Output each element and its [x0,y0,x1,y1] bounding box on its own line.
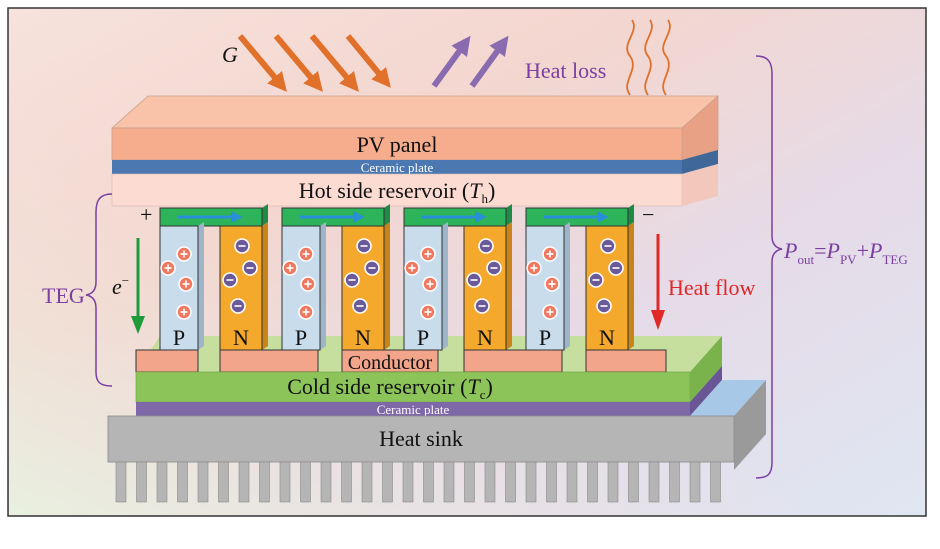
heat-sink-fin-12 [361,461,373,503]
heat-sink-fin-10 [320,461,332,503]
pv-panel-label: PV panel [357,132,438,157]
heat-loss-label: Heat loss [525,58,606,83]
heat-loss-waves [626,19,671,96]
positive-terminal: + [140,202,152,227]
cold-side-label: Cold side reservoir (Tc) [287,374,493,402]
heat-sink-fin-24 [607,461,619,503]
bottom-conductor-1 [219,349,319,373]
heat-sink-fin-16 [443,461,455,503]
heat-sink-fin-1 [136,461,147,503]
heat-sink-fin-17 [464,461,475,503]
heat-sink-fin-22 [566,461,578,503]
negative-terminal: − [642,202,654,227]
p-label-0: P [173,325,185,350]
n-label-0: N [233,325,249,350]
bottom-conductor-0 [135,349,199,373]
heat-sink-fin-11 [341,461,352,503]
n-label-1: N [355,325,371,350]
heat-flow-label: Heat flow [668,275,755,300]
heat-sink-fin-25 [628,461,639,503]
heat-sink-label: Heat sink [379,426,463,451]
heat-sink-fin-23 [587,461,598,503]
heat-sink-fin-4 [197,461,209,503]
heat-sink-fin-20 [525,461,537,503]
irradiance-arrows [237,34,391,92]
heat-sink-fin-5 [218,461,229,503]
p-label-3: P [539,325,551,350]
heat-sink-fin-2 [156,461,168,503]
heat-sink-fin-0 [115,461,127,503]
n-label-2: N [477,325,493,350]
ceramic-plate-top-label: Ceramic plate [361,160,434,175]
heat-sink-fin-14 [402,461,414,503]
heat-sink-fin-8 [279,461,291,503]
ceramic-plate-bottom-label: Ceramic plate [377,402,450,417]
irradiance-label: G [222,42,238,67]
heat-sink-fin-27 [669,461,680,503]
bottom-conductor-4 [585,349,667,373]
n-label-3: N [599,325,615,350]
teg-label: TEG [42,283,85,308]
p-label-2: P [417,325,429,350]
heat-sink-fin-18 [484,461,496,503]
heat-sink-fin-26 [648,461,660,503]
electron-flow-arrow [131,238,145,334]
heat-sink-fin-19 [505,461,516,503]
power-equation: Pout=PPV+PTEG [783,238,908,267]
output-brace [755,55,783,479]
teg-brace [85,193,113,387]
ceramic-plate-bottom: Ceramic plate [136,366,722,417]
heat-flow-arrow [651,234,665,330]
p-label-1: P [295,325,307,350]
heat-sink-fin-21 [546,461,557,503]
heat-sink-fin-7 [259,461,270,503]
conductor-label: Conductor [348,352,433,374]
ceramic-plate-top: Ceramic plate [112,150,718,175]
heat-sink-fin-9 [300,461,311,503]
heat-sink: Heat sink [107,380,766,503]
heat-sink-fins [115,461,721,503]
heat-sink-fin-13 [382,461,393,503]
heat-loss-arrows [431,35,509,88]
bottom-conductor-3 [463,349,563,373]
heat-sink-fin-28 [689,461,701,503]
electron-label: e− [112,273,129,299]
heat-sink-fin-15 [423,461,434,503]
hot-side-label: Hot side reservoir (Th) [299,178,496,206]
pv-panel: PV panel [110,95,720,161]
heat-sink-fin-6 [238,461,250,503]
hot-side-reservoir: Hot side reservoir (Th) [111,164,718,207]
heat-sink-fin-3 [177,461,188,503]
heat-sink-fin-29 [710,461,721,503]
